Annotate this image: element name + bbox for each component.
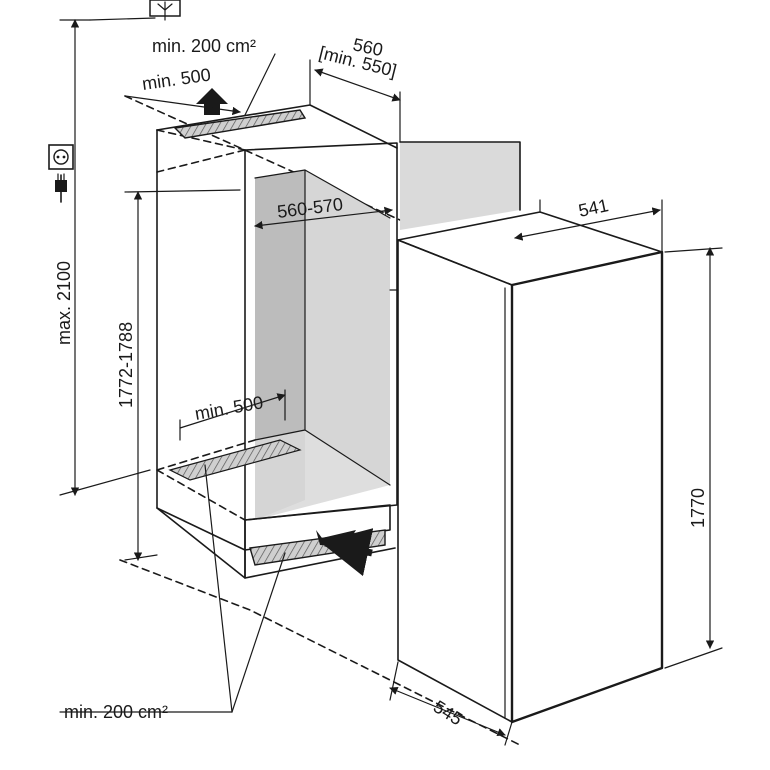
cabinet-niche bbox=[119, 95, 521, 746]
cabinet-left-panel bbox=[156, 129, 246, 579]
niche-right-wall bbox=[305, 170, 390, 485]
label-appliance-height: 1770 bbox=[688, 488, 708, 528]
label-vent-bottom-depth: min. 500 bbox=[193, 392, 264, 424]
power-plug-icon bbox=[55, 173, 67, 203]
floor-vent-grill bbox=[168, 439, 302, 481]
appliance bbox=[389, 211, 664, 724]
label-appliance-depth: 545 bbox=[430, 696, 466, 729]
appliance-front bbox=[510, 250, 664, 724]
label-niche-height: 1772-1788 bbox=[116, 322, 136, 408]
label-appliance-width: 541 bbox=[577, 195, 611, 221]
top-vent-grill bbox=[173, 109, 307, 139]
cabinet-plinth bbox=[244, 504, 391, 551]
cabinet-plinth-lower bbox=[156, 507, 396, 579]
power-socket-icon bbox=[48, 144, 74, 170]
label-vent-top-depth: min. 500 bbox=[141, 65, 212, 94]
appliance-side bbox=[397, 239, 513, 723]
label-max-height: max. 2100 bbox=[54, 261, 74, 345]
label-vent-bottom-area: min. 200 cm² bbox=[64, 702, 168, 722]
dimension-lines bbox=[59, 17, 723, 746]
airflow-out-arrow bbox=[196, 88, 228, 115]
antenna-icon bbox=[149, 0, 181, 21]
label-vent-top-area: min. 200 cm² bbox=[152, 36, 256, 56]
cabinet-door bbox=[400, 142, 520, 230]
